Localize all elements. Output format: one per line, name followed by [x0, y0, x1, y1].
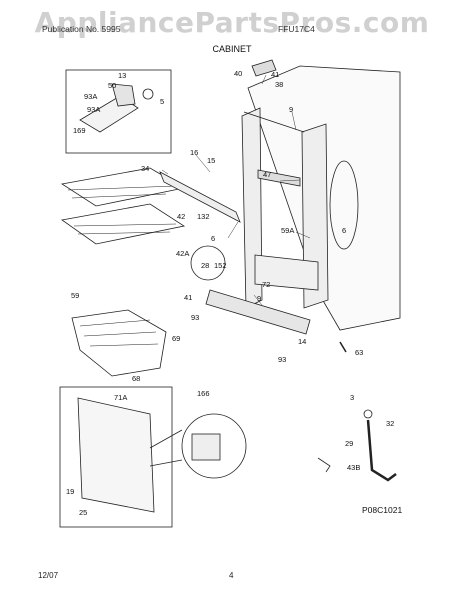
callout-16: 16	[190, 148, 198, 157]
callout-41: 41	[184, 293, 192, 302]
callout-93a: 93A	[84, 92, 97, 101]
callout-43b: 43B	[347, 463, 360, 472]
inset-box-panel	[59, 386, 173, 528]
callout-47: 47	[263, 170, 271, 179]
callout-152: 152	[214, 261, 227, 270]
callout-169: 169	[73, 126, 86, 135]
callout-93: 93	[191, 313, 199, 322]
callout-6: 6	[211, 234, 215, 243]
callout-34: 34	[141, 164, 149, 173]
callout-28: 28	[201, 261, 209, 270]
callout-42a: 42A	[176, 249, 189, 258]
inset-box-hinge	[65, 69, 172, 154]
callout-93a: 93A	[87, 105, 100, 114]
callout-69: 69	[172, 334, 180, 343]
callout-59a: 59A	[281, 226, 294, 235]
callout-42: 42	[177, 212, 185, 221]
callout-13: 13	[118, 71, 126, 80]
publication-number: Publication No. 5995	[42, 24, 121, 34]
callout-72: 72	[262, 280, 270, 289]
model-number: FFU17C4	[278, 24, 315, 34]
callout-25: 25	[79, 508, 87, 517]
callout-6: 6	[342, 226, 346, 235]
callout-41: 41	[271, 70, 279, 79]
diagram-id: P08C1021	[362, 505, 403, 515]
footer-date: 12/07	[38, 571, 59, 580]
callout-9: 9	[257, 294, 261, 303]
callout-50: 50	[108, 81, 116, 90]
section-title: CABINET	[212, 44, 252, 54]
callout-29: 29	[345, 439, 353, 448]
callout-9: 9	[289, 105, 293, 114]
callout-68: 68	[132, 374, 140, 383]
callout-166: 166	[197, 389, 210, 398]
callout-5: 5	[160, 97, 164, 106]
footer-page: 4	[229, 571, 234, 580]
callout-71a: 71A	[114, 393, 127, 402]
callout-19: 19	[66, 487, 74, 496]
callout-15: 15	[207, 156, 215, 165]
callout-14: 14	[298, 337, 306, 346]
callout-3: 3	[350, 393, 354, 402]
watermark: AppliancePartsPros.com	[34, 6, 430, 39]
callout-32: 32	[386, 419, 394, 428]
callout-59: 59	[71, 291, 79, 300]
callout-132: 132	[197, 212, 210, 221]
callout-63: 63	[355, 348, 363, 357]
callout-38: 38	[275, 80, 283, 89]
callout-93: 93	[278, 355, 286, 364]
callout-40: 40	[234, 69, 242, 78]
